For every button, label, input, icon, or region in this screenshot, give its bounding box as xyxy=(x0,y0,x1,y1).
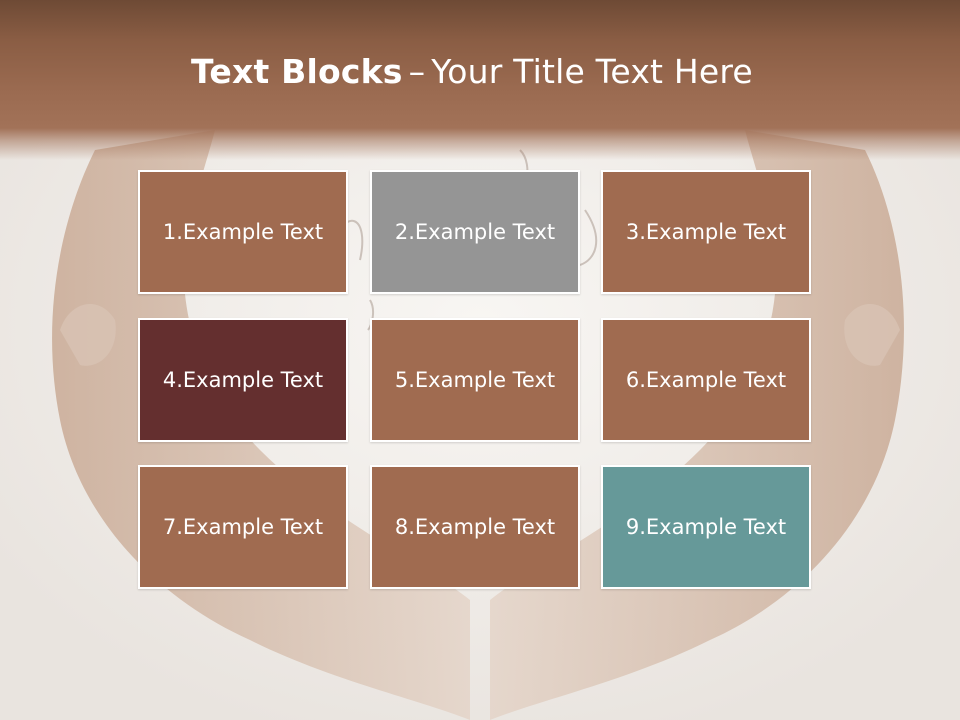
title-bold-part: Text Blocks xyxy=(191,52,403,91)
text-block-label: 8.Example Text xyxy=(394,515,556,539)
text-block-5[interactable]: 5.Example Text xyxy=(370,318,580,442)
text-block-4[interactable]: 4.Example Text xyxy=(138,318,348,442)
text-block-8[interactable]: 8.Example Text xyxy=(370,465,580,589)
text-block-label: 5.Example Text xyxy=(394,368,556,392)
text-block-7[interactable]: 7.Example Text xyxy=(138,465,348,589)
text-block-label: 4.Example Text xyxy=(162,368,324,392)
text-block-label: 1.Example Text xyxy=(162,220,324,244)
text-block-label: 6.Example Text xyxy=(625,368,787,392)
title-band xyxy=(0,0,960,160)
text-block-label: 7.Example Text xyxy=(162,515,324,539)
text-block-label: 9.Example Text xyxy=(625,515,787,539)
title-dash: – xyxy=(408,52,426,91)
text-block-9[interactable]: 9.Example Text xyxy=(601,465,811,589)
title-rest-part: Your Title Text Here xyxy=(431,52,753,91)
text-block-1[interactable]: 1.Example Text xyxy=(138,170,348,294)
slide-title: Text Blocks–Your Title Text Here xyxy=(0,52,944,91)
text-block-label: 3.Example Text xyxy=(625,220,787,244)
text-block-2[interactable]: 2.Example Text xyxy=(370,170,580,294)
text-block-6[interactable]: 6.Example Text xyxy=(601,318,811,442)
text-block-3[interactable]: 3.Example Text xyxy=(601,170,811,294)
text-block-label: 2.Example Text xyxy=(394,220,556,244)
